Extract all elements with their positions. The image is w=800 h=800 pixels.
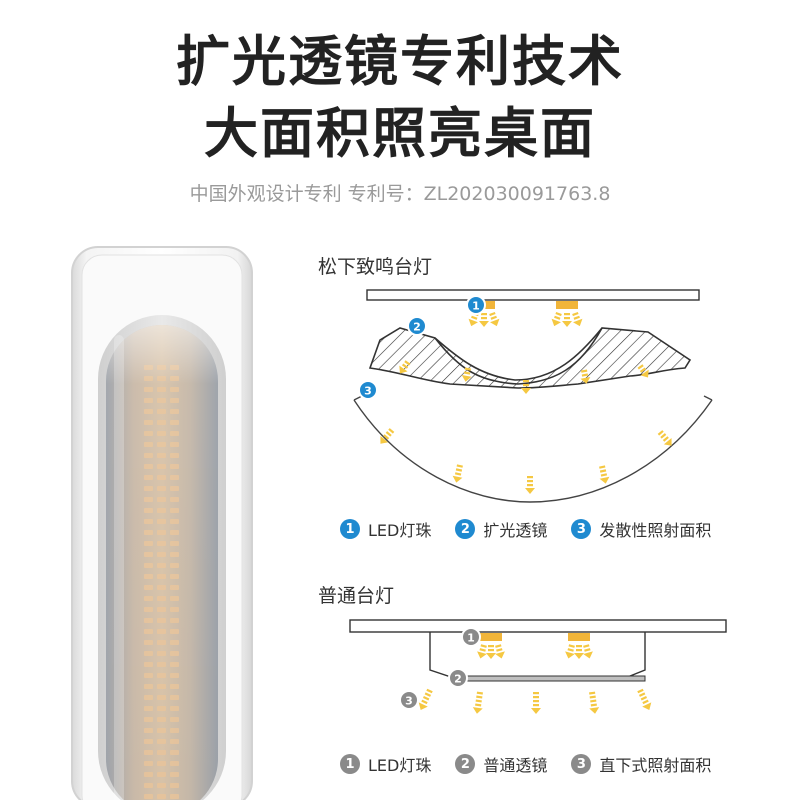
- panasonic-lens-diagram: 1 2 3: [353, 289, 713, 503]
- marker-2: 2: [407, 316, 427, 336]
- legend-item-area: 3 直下式照射面积: [571, 752, 711, 776]
- marker-3: 3: [399, 690, 419, 710]
- svg-text:3: 3: [364, 385, 372, 398]
- svg-text:1: 1: [472, 300, 480, 313]
- patent-subline: 中国外观设计专利 专利号：ZL202030091763.8: [189, 183, 611, 205]
- led-bead: [568, 633, 590, 641]
- panasonic-section-title: 松下致鸣台灯: [318, 256, 433, 278]
- legend-num: 3: [571, 519, 592, 539]
- ordinary-lens-diagram: 1 2 3: [349, 619, 727, 714]
- light-ray-arrow-icon: [399, 360, 411, 374]
- legend-item-lens: 2 扩光透镜: [455, 517, 547, 541]
- light-ray-arrow-icon: [380, 428, 395, 444]
- legend-label: LED灯珠: [368, 521, 432, 540]
- ordinary-legend: 1 LED灯珠 2 普通透镜 3 直下式照射面积: [340, 752, 735, 776]
- light-ray-arrow-icon: [574, 645, 584, 659]
- marker-3: 3: [358, 380, 378, 400]
- legend-item-led: 1 LED灯珠: [340, 517, 431, 541]
- legend-label: LED灯珠: [368, 756, 432, 775]
- lamp-head-board: [366, 289, 700, 301]
- legend-item-area: 3 发散性照射面积: [571, 517, 711, 541]
- panasonic-legend: 1 LED灯珠 2 扩光透镜 3 发散性照射面积: [340, 517, 735, 541]
- legend-num: 1: [340, 519, 360, 539]
- light-ray-arrow-icon: [495, 644, 505, 659]
- legend-num: 2: [455, 754, 476, 774]
- svg-text:1: 1: [467, 632, 475, 645]
- light-ray-arrow-icon: [580, 369, 591, 384]
- lamp-bar-photo: [71, 246, 253, 800]
- light-ray-arrow-icon: [489, 311, 500, 327]
- light-ray-arrow-icon: [452, 464, 463, 483]
- light-ray-arrow-icon: [531, 692, 541, 714]
- headline-line-2: 大面积照亮桌面: [204, 102, 596, 165]
- light-ray-arrow-icon: [486, 645, 496, 659]
- light-ray-arrow-icon: [657, 430, 672, 446]
- led-bead: [556, 301, 578, 309]
- legend-item-led: 1 LED灯珠: [340, 752, 431, 776]
- diffuse-area-arc: [353, 399, 713, 503]
- legend-num: 2: [455, 519, 476, 539]
- expansion-lens-shape: [368, 327, 692, 389]
- light-ray-arrow-icon: [461, 367, 472, 382]
- legend-num: 1: [340, 754, 360, 774]
- legend-label: 普通透镜: [483, 756, 548, 775]
- lamp-head-board: [349, 619, 727, 633]
- light-ray-arrow-icon: [521, 380, 531, 394]
- light-ray-arrow-icon: [565, 644, 575, 659]
- light-ray-arrow-icon: [562, 313, 572, 327]
- legend-label: 发散性照射面积: [599, 521, 712, 540]
- headline-line-1: 扩光透镜专利技术: [176, 30, 624, 93]
- light-ray-arrow-icon: [472, 691, 483, 714]
- legend-label: 直下式照射面积: [599, 756, 712, 775]
- marker-1: 1: [461, 627, 481, 647]
- light-ray-arrow-icon: [599, 465, 610, 484]
- light-ray-arrow-icon: [637, 364, 649, 378]
- ordinary-lens: [459, 675, 646, 682]
- svg-text:3: 3: [405, 695, 413, 708]
- light-ray-arrow-icon: [583, 644, 593, 659]
- light-ray-arrow-icon: [551, 311, 562, 327]
- light-ray-arrow-icon: [477, 644, 487, 659]
- led-bead: [480, 633, 502, 641]
- light-ray-arrow-icon: [418, 688, 433, 710]
- svg-text:2: 2: [454, 673, 462, 686]
- light-ray-arrow-icon: [637, 688, 652, 710]
- svg-text:2: 2: [413, 321, 421, 334]
- light-ray-arrow-icon: [572, 311, 583, 327]
- legend-label: 扩光透镜: [483, 521, 548, 540]
- light-ray-arrow-icon: [479, 313, 489, 327]
- legend-item-lens: 2 普通透镜: [455, 752, 547, 776]
- marker-1: 1: [466, 295, 486, 315]
- light-ray-arrow-icon: [525, 476, 535, 494]
- legend-num: 3: [571, 754, 592, 774]
- ordinary-section-title: 普通台灯: [318, 585, 395, 607]
- light-ray-arrow-icon: [589, 691, 600, 714]
- marker-2: 2: [448, 668, 468, 688]
